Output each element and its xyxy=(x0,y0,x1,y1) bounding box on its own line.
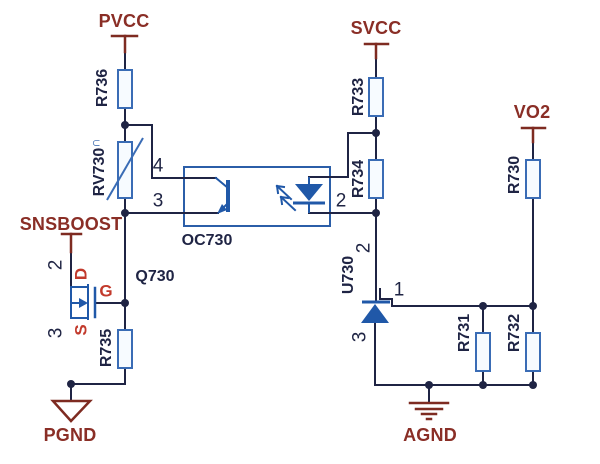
resistor-r735-symbol xyxy=(117,329,133,369)
designator-oc730: OC730 xyxy=(181,232,233,249)
resistor-r733-symbol xyxy=(368,77,384,117)
pin-number-q2: 2 xyxy=(45,259,67,271)
mosfet-pin-label-source: S xyxy=(71,324,91,336)
port-label-agnd: AGND xyxy=(403,425,457,445)
wire-led-anode xyxy=(308,132,377,178)
resistor-r731-symbol xyxy=(475,332,491,372)
phototransistor-icon xyxy=(214,176,230,214)
pin-number-oc3: 3 xyxy=(152,190,164,212)
designator-rv730: RV730 xyxy=(91,147,108,197)
designator-r731: R731 xyxy=(456,313,473,353)
resistor-symbols xyxy=(106,69,541,372)
varistor-mark: ∩ xyxy=(87,138,103,148)
pin-number-u1: 1 xyxy=(393,279,405,301)
mosfet-bulk-arrow-icon xyxy=(79,298,88,308)
resistor-r736-symbol xyxy=(117,69,133,109)
junction-dots xyxy=(67,121,537,389)
pin-number-q3: 3 xyxy=(45,327,67,339)
designator-r730: R730 xyxy=(506,155,523,195)
designator-r732: R732 xyxy=(506,313,523,353)
power-port-symbols xyxy=(50,34,547,423)
resistor-r734-symbol xyxy=(368,159,384,199)
led-icon xyxy=(293,177,325,213)
resistor-r730-symbol xyxy=(525,159,541,199)
varistor-diagonal xyxy=(106,137,144,201)
port-label-pgnd: PGND xyxy=(43,425,97,445)
port-label-svcc: SVCC xyxy=(350,18,402,38)
designator-r734: R734 xyxy=(350,159,367,199)
designator-r733: R733 xyxy=(350,77,367,117)
phototransistor-leads xyxy=(183,177,219,214)
wire-oc-pin4 xyxy=(124,124,185,179)
mosfet-q730-symbol xyxy=(70,284,97,320)
u730-triangle-icon xyxy=(361,304,389,323)
light-arrows-icon xyxy=(275,184,297,212)
port-label-snsboost: SNSBOOST xyxy=(19,214,123,234)
port-label-pvcc: PVCC xyxy=(98,11,150,31)
port-label-vo2: VO2 xyxy=(513,102,551,122)
wire-u730-ref xyxy=(379,288,534,307)
agnd-ground-icon xyxy=(408,401,450,421)
designator-r735: R735 xyxy=(98,328,115,368)
pin-number-oc4: 4 xyxy=(152,155,164,177)
mosfet-pin-label-drain: D xyxy=(71,267,91,281)
designator-u730: U730 xyxy=(340,255,357,295)
optocoupler-internals xyxy=(183,176,325,214)
pin-number-oc2: 2 xyxy=(335,190,347,212)
pin-number-u3: 3 xyxy=(349,331,371,343)
pgnd-ground-icon xyxy=(50,399,93,423)
designator-r736: R736 xyxy=(94,68,111,108)
shunt-regulator-u730-symbol xyxy=(361,300,390,323)
pin-number-u2: 2 xyxy=(353,242,375,254)
designator-q730: Q730 xyxy=(135,268,175,285)
resistor-r732-symbol xyxy=(525,332,541,372)
mosfet-pin-label-gate: G xyxy=(99,281,113,301)
